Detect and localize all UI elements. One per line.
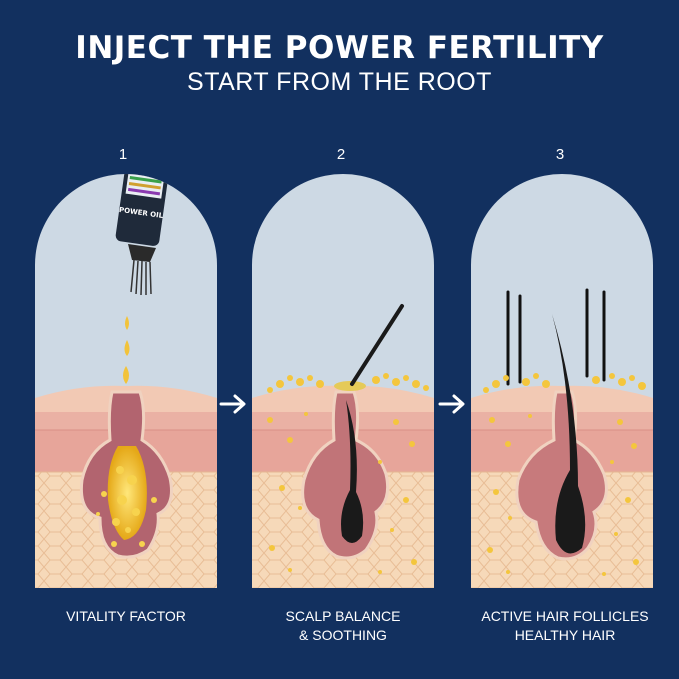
caption-step-2-line2: & SOOTHING bbox=[299, 627, 387, 643]
arrow-right-icon bbox=[219, 394, 246, 414]
step-number-1: 1 bbox=[118, 146, 128, 163]
caption-step-3-line1: ACTIVE HAIR FOLLICLES bbox=[481, 608, 649, 624]
page-title: INJECT THE POWER FERTILITY bbox=[75, 30, 604, 66]
caption-step-3: ACTIVE HAIR FOLLICLES HEALTHY HAIR bbox=[460, 607, 670, 645]
caption-step-2: SCALP BALANCE & SOOTHING bbox=[243, 607, 443, 645]
caption-step-2-line1: SCALP BALANCE bbox=[285, 608, 401, 624]
panel-3 bbox=[471, 174, 653, 588]
step-number-2: 2 bbox=[336, 146, 346, 163]
oil-drops bbox=[123, 316, 130, 384]
page-subtitle: START FROM THE ROOT bbox=[187, 68, 492, 96]
caption-step-1-line1: VITALITY FACTOR bbox=[66, 608, 186, 624]
panel-2 bbox=[252, 174, 434, 588]
caption-step-1: VITALITY FACTOR bbox=[26, 607, 226, 626]
caption-step-3-line2: HEALTHY HAIR bbox=[514, 627, 616, 643]
step-number-3: 3 bbox=[555, 146, 565, 163]
panel-1: POWER OIL bbox=[35, 174, 217, 588]
arrow-right-icon-2 bbox=[438, 394, 465, 414]
